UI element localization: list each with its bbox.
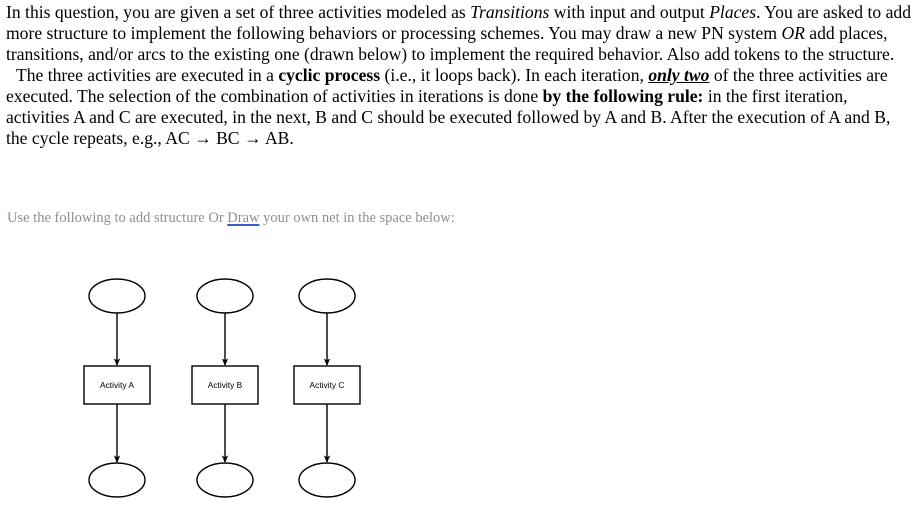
instruction-line: Use the following to add structure Or Dr… [7, 209, 455, 227]
transition-label: Activity B [208, 380, 243, 390]
petri-column: Activity B [191, 278, 259, 498]
text-segment: OR [781, 23, 805, 43]
text-segment: . You are asked to add more structure to… [6, 2, 911, 43]
petri-column: Activity A [83, 278, 151, 498]
prose-block: In this question, you are given a set of… [6, 2, 914, 149]
output-place[interactable] [196, 462, 254, 498]
transition-label: Activity A [100, 380, 134, 390]
text-segment: in the first iteration, activities A and… [6, 86, 891, 148]
input-place[interactable] [298, 278, 356, 314]
paragraph-1: In this question, you are given a set of… [6, 2, 914, 65]
petri-net-svg: Activity A Activity B Activity C [83, 278, 361, 498]
text-segment: add places, transitions, and/or arcs to … [6, 23, 895, 64]
transition-box[interactable] [191, 365, 259, 405]
input-place[interactable] [196, 278, 254, 314]
paragraph-2: The three activities are executed in a c… [6, 65, 914, 149]
text-segment: cyclic process [278, 65, 381, 85]
text-segment: only two [648, 65, 710, 85]
transition-label: Activity C [310, 380, 345, 390]
output-place[interactable] [298, 462, 356, 498]
instruction-prefix: Use the following to add structure Or [7, 210, 228, 226]
transition-box[interactable] [293, 365, 361, 405]
text-segment: Places [709, 2, 757, 22]
petri-column: Activity C [293, 278, 361, 498]
text-segment: with input and output [549, 2, 710, 22]
text-segment: In this question, you are given a set of… [6, 2, 471, 22]
output-place[interactable] [88, 462, 146, 498]
text-segment: Transitions [470, 2, 550, 22]
petri-net-columns: Activity A Activity B Activity C [83, 278, 361, 498]
petri-net-diagram: Activity A Activity B Activity C [0, 262, 919, 508]
text-segment: (i.e., it loops back). In each iteration… [380, 65, 649, 85]
text-segment: by the following rule: [542, 86, 704, 106]
draw-link[interactable]: Draw [227, 210, 260, 226]
text-segment: of the three activities are executed. Th… [6, 65, 888, 106]
text-segment: The three activities are executed in a [16, 65, 279, 85]
input-place[interactable] [88, 278, 146, 314]
instruction-suffix: your own net in the space below: [259, 210, 455, 226]
